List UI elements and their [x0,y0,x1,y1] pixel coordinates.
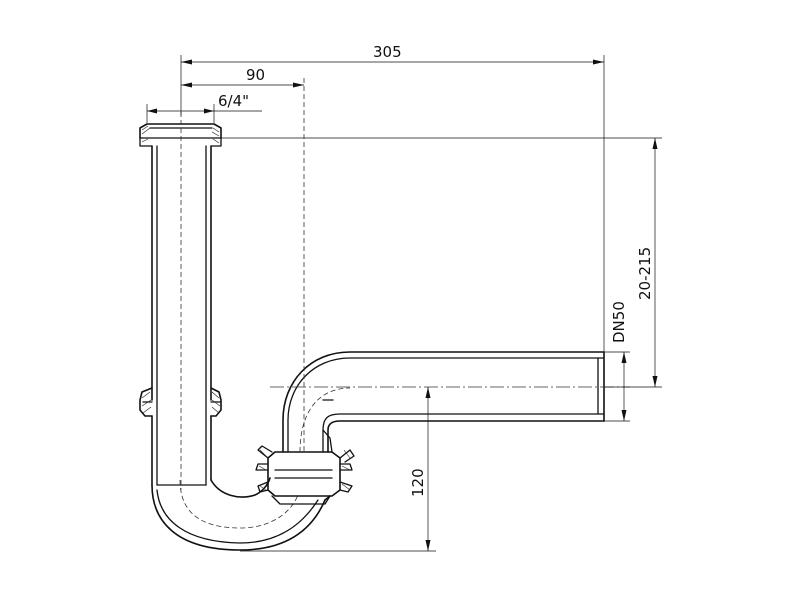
vertical-inlet-tube [151,145,212,486]
dim-thread-label: 6/4" [218,92,249,110]
u-bend-trap [151,477,326,551]
dim-height-label: 20-215 [636,247,654,300]
dim-90-label: 90 [246,66,265,84]
middle-coupling-nut [139,387,222,486]
dim-overall-width: 305 [180,43,605,352]
elbow-and-outlet-pipe [282,351,605,453]
dim-305-label: 305 [373,43,402,61]
dim-dn50-label: DN50 [610,301,628,343]
inlet-nut [139,123,222,147]
dim-height-range: 20-215 [221,137,662,388]
dim-offset: 90 [181,66,304,88]
dim-120-label: 120 [409,468,427,497]
dim-outlet-diameter: DN50 [604,301,630,422]
center-lines [180,78,630,490]
dim-trap-depth: 120 [240,387,436,552]
trap-connection-nut [255,445,355,505]
dim-inlet-thread: 6/4" [146,92,262,123]
